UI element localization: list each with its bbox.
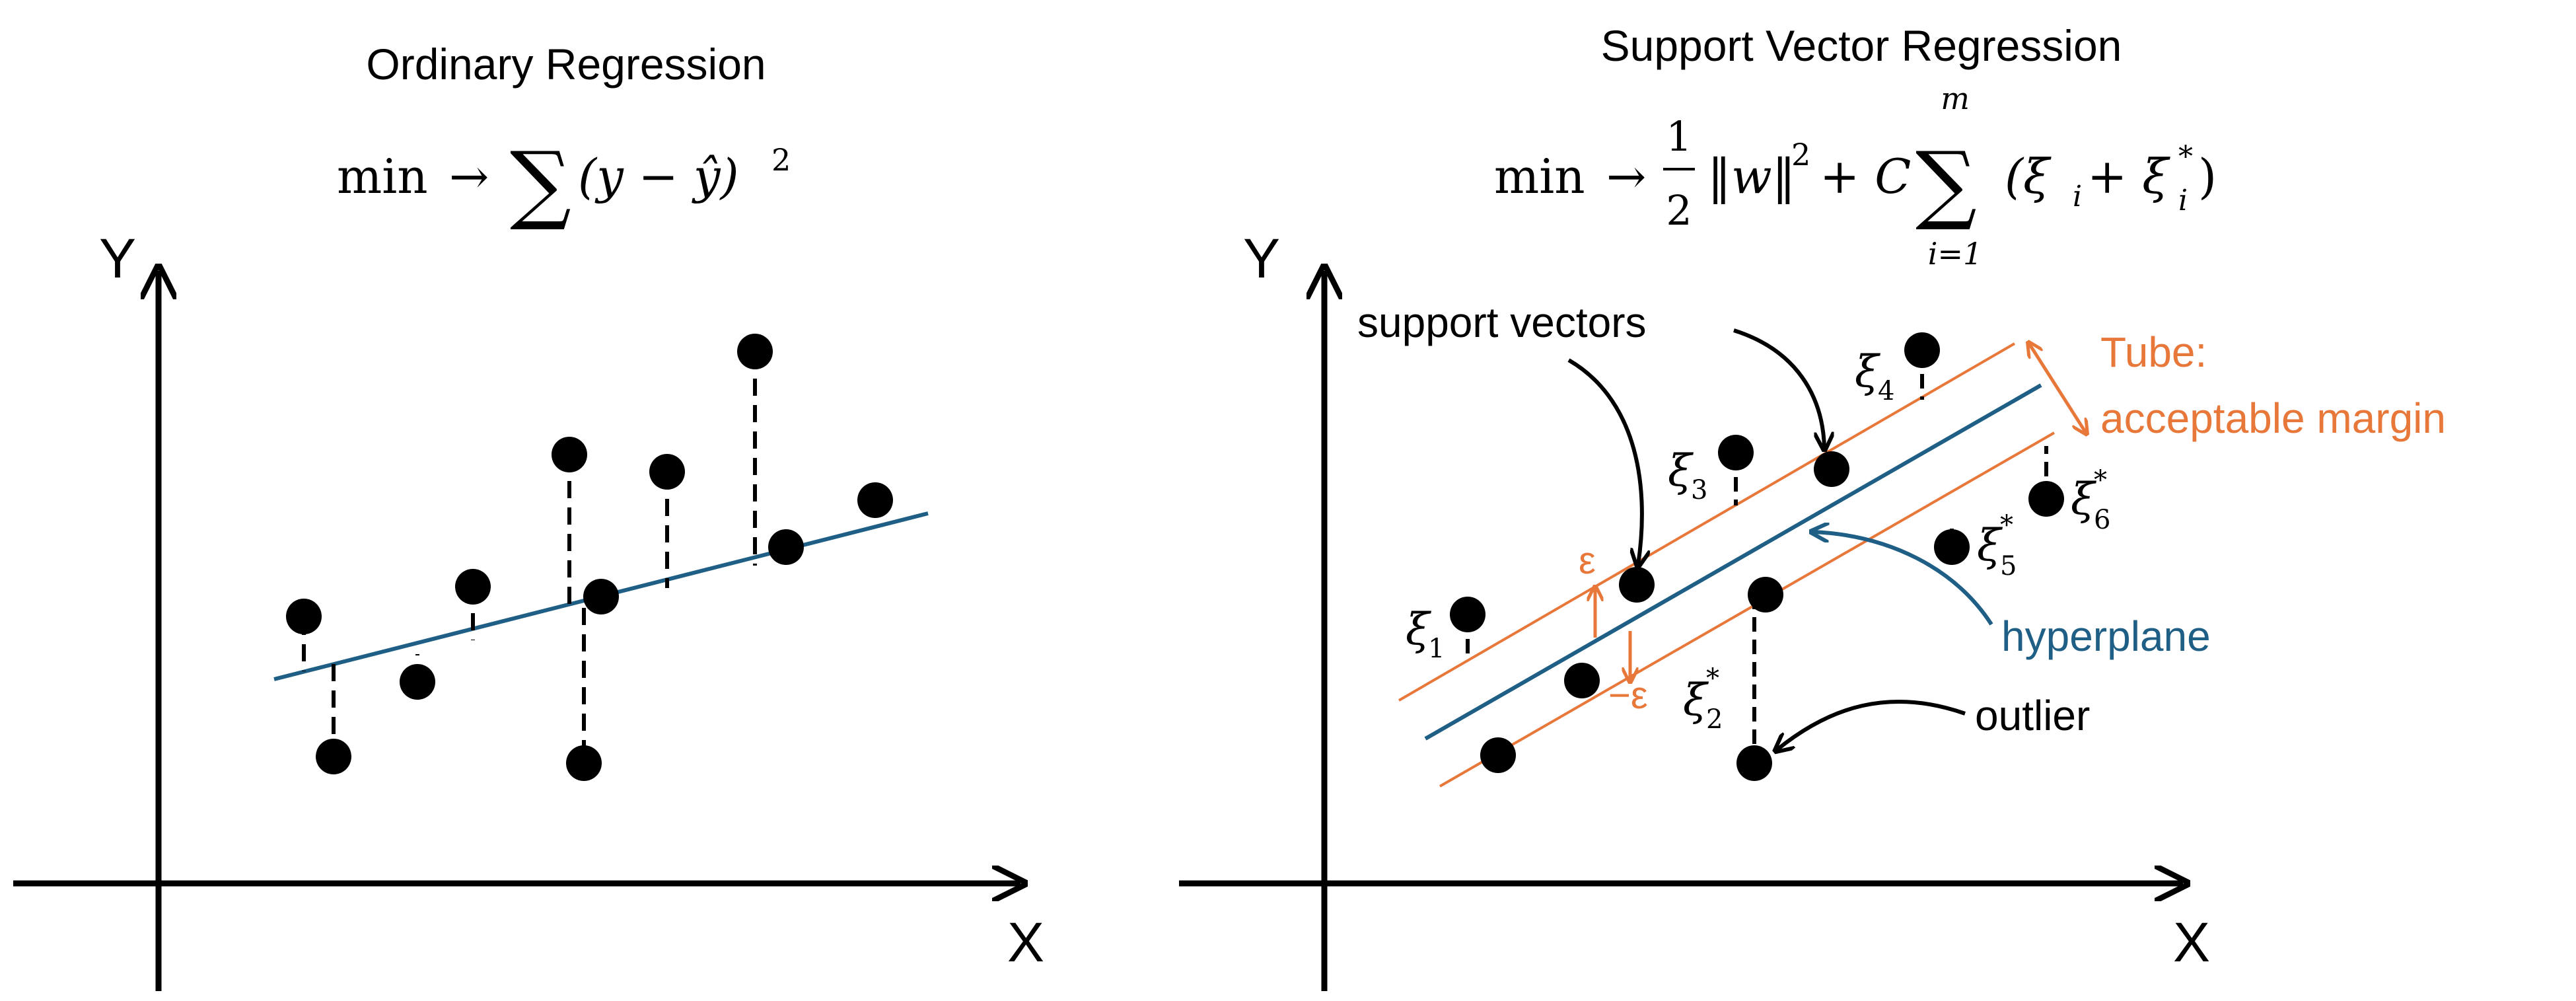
slack-xi: ξ xyxy=(1683,675,1709,725)
slack-subscript: 6 xyxy=(2094,505,2110,535)
formula-sum-lower: i=1 xyxy=(1928,236,1983,272)
formula-plus-xi: + ξ xyxy=(2087,149,2170,204)
slack-label-3: ξ 3 xyxy=(1668,445,1707,505)
formula-sub-i2: i xyxy=(2178,184,2188,217)
slack-label-2: ξ * 2 xyxy=(1683,663,1723,735)
slack-star: * xyxy=(2000,510,2013,540)
formula-norm: ‖w‖ xyxy=(1707,149,1796,204)
right-title: Support Vector Regression xyxy=(1601,21,2122,70)
data-point xyxy=(566,745,602,781)
slack-xi: ξ xyxy=(1668,445,1694,496)
outlier-label: outlier xyxy=(1975,692,2090,739)
left-data-points xyxy=(286,334,893,781)
formula-sum-upper: m xyxy=(1941,81,1970,116)
slack-label-5: ξ * 5 xyxy=(1977,510,2017,581)
slack-star: * xyxy=(1706,663,1719,694)
slack-subscript: 4 xyxy=(1878,376,1894,406)
formula-star: * xyxy=(2178,140,2193,174)
support-vector-arrow-2 xyxy=(1733,328,1824,448)
outlier-arrow xyxy=(1777,700,1966,750)
formula-sum-sign: ∑ xyxy=(510,133,571,233)
neg-epsilon-label: −ε xyxy=(1608,674,1648,717)
slack-star: * xyxy=(2094,465,2107,496)
outlier-point xyxy=(1736,745,1772,781)
data-point xyxy=(1718,435,1754,470)
data-point xyxy=(316,739,351,774)
formula-norm-exponent: 2 xyxy=(1791,137,1810,172)
support-vectors-label: support vectors xyxy=(1357,299,1647,346)
data-point xyxy=(1934,529,1970,565)
right-panel: Support Vector Regression min → 1 2 ‖w‖ … xyxy=(1179,21,2446,991)
hyperplane-line xyxy=(1424,383,2042,741)
left-x-label: X xyxy=(1007,911,1044,973)
left-formula: min → ∑ (y − ŷ) 2 xyxy=(337,133,791,233)
slack-xi: ξ xyxy=(1406,604,1432,655)
data-point xyxy=(737,334,773,369)
formula-close-paren: ) xyxy=(2198,149,2217,204)
data-point xyxy=(552,437,587,472)
formula-fraction-numerator: 1 xyxy=(1666,112,1692,161)
left-title: Ordinary Regression xyxy=(366,40,766,89)
right-formula: min → 1 2 ‖w‖ 2 + C m ∑ i=1 (ξ i + ξ * i… xyxy=(1494,81,2217,272)
data-point xyxy=(2028,481,2064,517)
slack-subscript: 3 xyxy=(1691,475,1707,505)
epsilon-label: ε xyxy=(1579,539,1596,582)
data-point xyxy=(286,599,322,634)
formula-fraction-denominator: 2 xyxy=(1666,186,1692,235)
tube-label-line2: acceptable margin xyxy=(2100,394,2446,442)
data-point xyxy=(649,454,685,490)
formula-exponent: 2 xyxy=(771,142,791,178)
slack-label-6: ξ * 6 xyxy=(2071,465,2110,535)
formula-min: min xyxy=(1494,149,1585,204)
hyperplane-label: hyperplane xyxy=(2001,612,2211,660)
support-vector-arrow-1 xyxy=(1567,358,1642,565)
right-x-label: X xyxy=(2173,911,2210,973)
formula-plus-c: + C xyxy=(1820,149,1911,204)
data-point xyxy=(1904,332,1940,368)
formula-xi: (ξ xyxy=(2005,149,2052,204)
right-data-points xyxy=(1450,332,2064,781)
support-vector-point xyxy=(1619,567,1655,603)
slack-xi: ξ xyxy=(1977,520,2003,571)
data-point xyxy=(1748,577,1783,612)
formula-arrow: → xyxy=(449,149,489,204)
slack-labels: ξ 1 ξ * 2 ξ 3 ξ 4 ξ * 5 ξ xyxy=(1406,346,2110,735)
tube-label-line1: Tube: xyxy=(2100,328,2207,376)
slack-subscript: 2 xyxy=(1706,704,1723,735)
slack-subscript: 1 xyxy=(1428,634,1445,664)
formula-sub-i: i xyxy=(2073,180,2082,213)
data-point xyxy=(455,569,491,605)
right-y-label: Y xyxy=(1243,227,1280,289)
slack-label-1: ξ 1 xyxy=(1406,604,1445,664)
formula-sum-sign: ∑ xyxy=(1915,133,1977,233)
slack-xi: ξ xyxy=(1855,346,1881,397)
data-point xyxy=(1480,737,1516,773)
formula-arrow: → xyxy=(1606,149,1646,204)
support-vector-point xyxy=(1814,451,1849,487)
tube-width-arrow xyxy=(2029,344,2086,433)
data-point xyxy=(1450,597,1485,632)
data-point xyxy=(1564,663,1600,698)
hyperplane-arrow xyxy=(1813,532,1993,626)
left-panel: Ordinary Regression min → ∑ (y − ŷ) 2 Y … xyxy=(13,40,1044,991)
left-y-label: Y xyxy=(99,227,136,289)
lower-tube-boundary xyxy=(1439,431,2055,788)
upper-tube-boundary xyxy=(1398,342,2016,702)
formula-min: min xyxy=(337,149,428,204)
slack-xi: ξ xyxy=(2071,474,2097,525)
data-point xyxy=(400,664,435,700)
data-point xyxy=(768,529,804,565)
data-point xyxy=(857,482,893,518)
formula-residual: (y − ŷ) xyxy=(578,149,739,204)
slack-subscript: 5 xyxy=(2000,551,2017,581)
slack-label-4: ξ 4 xyxy=(1855,346,1894,406)
data-point xyxy=(583,579,619,614)
